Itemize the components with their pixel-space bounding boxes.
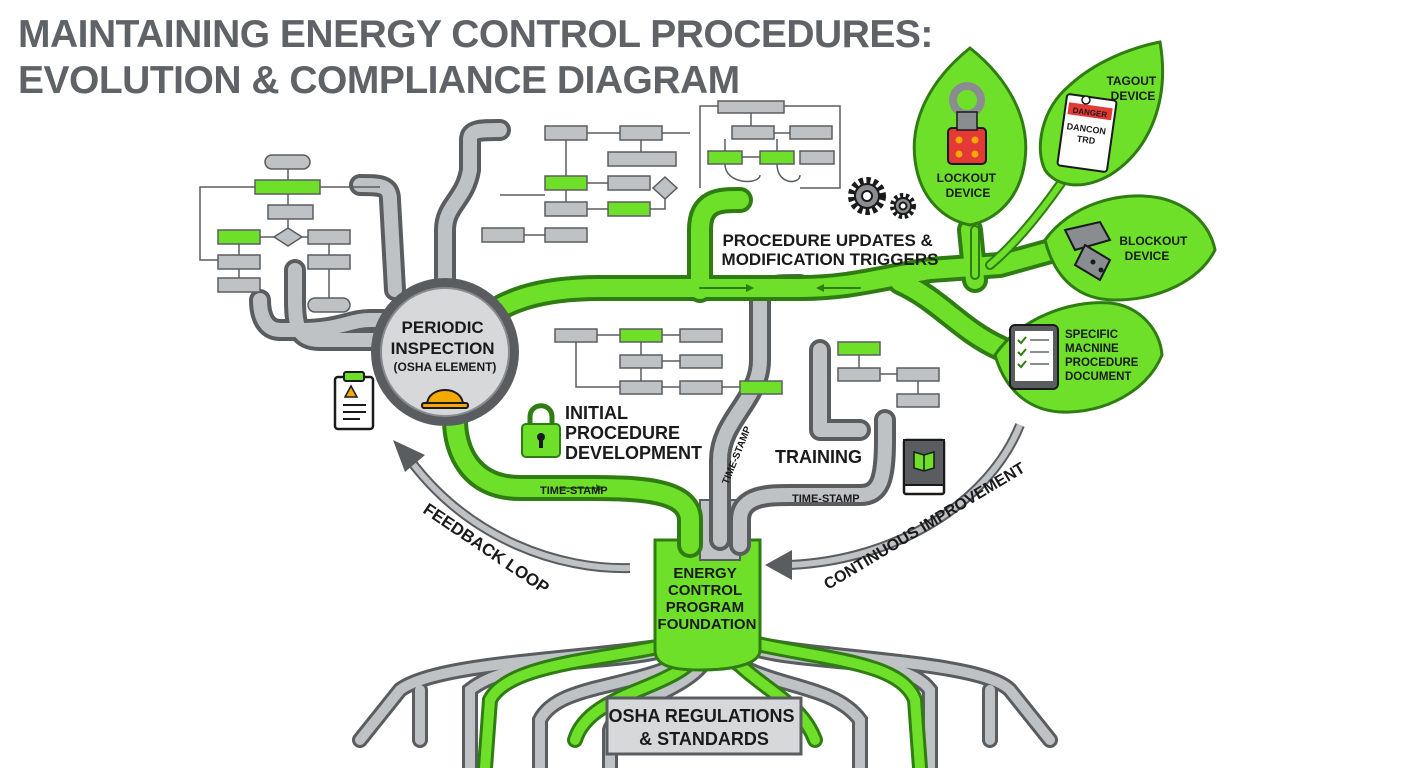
periodic-label-3: (OSHA ELEMENT) (394, 360, 497, 374)
foundation-label-3: PROGRAM (666, 599, 744, 616)
leaf-tagout: DANGER DANCON TRD TAGOUT DEVICE (1038, 40, 1165, 187)
lockout-hasp-icon (947, 82, 987, 165)
time-stamp-right: TIME-STAMP (792, 493, 860, 505)
tagout-label-1: TAGOUT (1106, 74, 1156, 88)
procedure-updates-label-2: MODIFICATION TRIGGERS (722, 250, 939, 269)
svg-text:SPECIFIC MACNINE P: SPECIFIC MACNINE PROCEDURE DOCUMENT (1065, 329, 1142, 383)
tablet-checklist-icon (1009, 324, 1059, 390)
svg-text:OSHA REGULATIONS & STAND: OSHA REGULATIONS & STANDARDS (608, 706, 799, 749)
flowchart-right (837, 341, 940, 408)
svg-text:PROCEDURE UPDATES & MODIFI: PROCEDURE UPDATES & MODIFICATION TRIGGER… (722, 231, 939, 269)
page-title: MAINTAINING ENERGY CONTROL PROCEDURES: E… (18, 12, 933, 104)
machine-doc-label-1: SPECIFIC (1065, 329, 1118, 341)
periodic-label-1: PERIODIC (402, 318, 484, 337)
tag-body-2: TRD (1076, 134, 1096, 147)
danger-tag-icon: DANGER DANCON TRD (1056, 93, 1118, 173)
clipboard-warning-icon (333, 371, 375, 431)
foundation-label-4: FOUNDATION (658, 616, 757, 633)
leaf-lockout: LOCKOUT DEVICE (912, 46, 1028, 227)
padlock-icon (521, 403, 561, 458)
title-line-1: MAINTAINING ENERGY CONTROL PROCEDURES: (18, 13, 933, 56)
gears-icon (848, 177, 916, 219)
svg-text:BLOCKOUT DEVICE: BLOCKOUT DEVICE (1119, 234, 1190, 263)
initial-procedure-label-1: INITIAL (565, 403, 628, 423)
foundation-label-1: ENERGY (673, 565, 736, 582)
osha-label-2: & STANDARDS (639, 729, 769, 749)
osha-regulations-box: OSHA REGULATIONS & STANDARDS (605, 696, 803, 756)
svg-text:PERIODIC INSPECTION: PERIODIC INSPECTION (OSHA ELEMENT) (391, 318, 500, 374)
machine-doc-label-4: DOCUMENT (1065, 371, 1131, 383)
flowchart-top-right (699, 100, 841, 189)
machine-doc-label-2: MACNINE (1065, 343, 1119, 355)
svg-text:LOCKOUT DEVICE: LOCKOUT DEVICE (937, 171, 1000, 200)
machine-doc-label-3: PROCEDURE (1065, 357, 1139, 369)
svg-text:TAGOUT DEVICE: TAGOUT DEVICE (1106, 74, 1159, 103)
foundation-label-2: CONTROL (668, 582, 742, 599)
periodic-label-2: INSPECTION (391, 339, 495, 358)
branches (249, 119, 1103, 558)
blockout-label-2: DEVICE (1125, 249, 1170, 263)
blockout-icon (1063, 220, 1112, 282)
periodic-inspection-node: PERIODIC INSPECTION (OSHA ELEMENT) (371, 278, 519, 426)
tagout-label-2: DEVICE (1111, 89, 1156, 103)
svg-text:INITIAL PROCEDURE DEVE: INITIAL PROCEDURE DEVELOPMENT (565, 403, 702, 463)
feedback-loop-arrow (393, 440, 631, 574)
title-line-2: EVOLUTION & COMPLIANCE DIAGRAM (18, 59, 740, 102)
leaf-machine-doc: SPECIFIC MACNINE PROCEDURE DOCUMENT (993, 301, 1164, 414)
initial-procedure-label-3: DEVELOPMENT (565, 443, 702, 463)
procedure-updates-label-1: PROCEDURE UPDATES & (722, 231, 932, 250)
book-icon (902, 438, 946, 496)
time-stamp-left: TIME-STAMP (540, 485, 608, 497)
flowchart-top-center (481, 125, 690, 243)
flowchart-left (199, 154, 380, 313)
training-label: TRAINING (775, 447, 862, 467)
svg-text:ENERGY CONTROL PROGRAM: ENERGY CONTROL PROGRAM FOUNDATION (658, 565, 757, 633)
lockout-label-1: LOCKOUT (937, 171, 997, 185)
flowchart-center (554, 328, 783, 395)
blockout-label-1: BLOCKOUT (1119, 234, 1188, 248)
osha-label-1: OSHA REGULATIONS (608, 706, 794, 726)
initial-procedure-label-2: PROCEDURE (565, 423, 680, 443)
lockout-label-2: DEVICE (946, 186, 991, 200)
leaf-blockout: BLOCKOUT DEVICE (1043, 194, 1217, 302)
continuous-improvement-arrow (765, 423, 1025, 580)
hard-hat-icon (421, 389, 469, 409)
